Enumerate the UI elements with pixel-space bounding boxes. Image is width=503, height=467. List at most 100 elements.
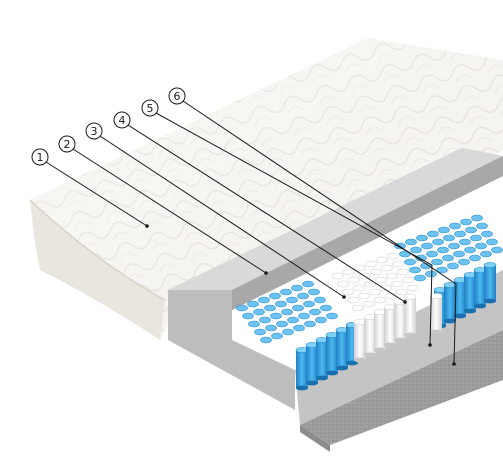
white-spring-cap (342, 288, 354, 296)
blue-spring-cap (270, 312, 282, 320)
white-spring-cap (347, 296, 359, 304)
blue-spring-cap (414, 274, 426, 282)
white-spring-cap (375, 276, 387, 284)
blue-spring (325, 332, 339, 376)
blue-spring-cap (464, 246, 476, 254)
leader-dot-2 (264, 271, 268, 275)
callout-number: 1 (37, 151, 44, 164)
blue-spring-cap (242, 312, 254, 320)
leader-line-5 (155, 112, 433, 346)
blue-spring-cap (269, 292, 281, 300)
leader-line-3 (99, 135, 345, 298)
blue-spring-cap (326, 312, 338, 320)
blue-spring-cap (469, 254, 481, 262)
blue-spring-cap (460, 218, 472, 226)
callout-number: 2 (64, 138, 71, 151)
blue-spring-cap (275, 300, 287, 308)
blue-spring-cap (454, 230, 466, 238)
blue-spring-cap (447, 262, 459, 270)
white-spring-cap (353, 284, 365, 292)
blue-spring-cap (264, 304, 276, 312)
callout-5: 5 (141, 99, 159, 117)
blue-spring-cap (476, 222, 488, 230)
blue-spring-cap (253, 308, 265, 316)
blue-spring-cap (449, 222, 461, 230)
white-spring-cap (402, 276, 414, 284)
callout-number: 5 (147, 102, 154, 115)
leader-line-1 (45, 161, 148, 227)
blue-spring-cap (314, 296, 326, 304)
callout-number: 4 (119, 114, 126, 127)
leader-dot-5 (428, 343, 432, 347)
blue-spring-cap (416, 234, 428, 242)
leader-line-2 (72, 148, 267, 274)
leader-line-4 (127, 124, 406, 303)
blue-spring (305, 342, 319, 386)
blue-spring-cap (302, 280, 314, 288)
blue-spring-cap (427, 230, 439, 238)
blue-spring-cap (280, 288, 292, 296)
white-spring-cap (363, 300, 375, 308)
white-spring (353, 319, 367, 363)
blue-spring-cap (470, 234, 482, 242)
blue-spring-cap (459, 238, 471, 246)
blue-spring-cap (297, 292, 309, 300)
white-spring-cap (332, 272, 344, 280)
blue-spring-cap (265, 324, 277, 332)
blue-spring-cap (405, 238, 417, 246)
blue-spring-cap (259, 316, 271, 324)
blue-spring-cap (303, 300, 315, 308)
blue-spring-cap (248, 320, 260, 328)
blue-spring-cap (291, 284, 303, 292)
blue-spring-cap (475, 242, 487, 250)
white-spring-cap (396, 288, 408, 296)
blue-spring-cap (254, 328, 266, 336)
callout-number: 3 (91, 125, 98, 138)
blue-spring-cap (442, 254, 454, 262)
callout-number: 6 (174, 90, 181, 103)
blue-spring-cap (247, 300, 259, 308)
white-spring-cap (348, 276, 360, 284)
leader-dot-6 (452, 362, 456, 366)
white-spring (373, 309, 387, 353)
white-spring-cap (370, 268, 382, 276)
white-spring-cap (354, 264, 366, 272)
blue-spring-cap (481, 230, 493, 238)
white-spring (403, 294, 417, 338)
blue-spring-cap (286, 296, 298, 304)
blue-spring-cap (282, 328, 294, 336)
blue-spring (483, 262, 497, 304)
callout-1: 1 (31, 148, 49, 166)
blue-spring-cap (432, 238, 444, 246)
blue-spring-cap (292, 304, 304, 312)
white-spring-cap (376, 256, 388, 264)
leader-dot-3 (342, 295, 346, 299)
white-spring-cap (392, 260, 404, 268)
white-spring-cap (397, 268, 409, 276)
white-spring-cap (386, 272, 398, 280)
white-spring-cap (407, 284, 419, 292)
leader-line-6 (182, 100, 457, 365)
white-spring-cap (365, 260, 377, 268)
blue-spring-cap (271, 332, 283, 340)
blue-spring-cap (480, 250, 492, 258)
blue-spring-cap (298, 312, 310, 320)
blue-spring (335, 327, 349, 371)
blue-spring-cap (443, 234, 455, 242)
blue-spring-cap (410, 246, 422, 254)
blue-spring-cap (404, 258, 416, 266)
blue-spring-cap (491, 246, 503, 254)
blue-spring-cap (465, 226, 477, 234)
white-spring-cap (358, 292, 370, 300)
blue-spring-cap (315, 316, 327, 324)
blue-spring-cap (426, 250, 438, 258)
blue-spring-cap (293, 324, 305, 332)
white-spring-cap (343, 268, 355, 276)
white-spring-cap (374, 296, 386, 304)
white-spring-cap (364, 280, 376, 288)
blue-spring-cap (276, 320, 288, 328)
leader-lines (45, 100, 457, 366)
white-spring-cap (369, 288, 381, 296)
leader-dot-1 (145, 224, 149, 228)
